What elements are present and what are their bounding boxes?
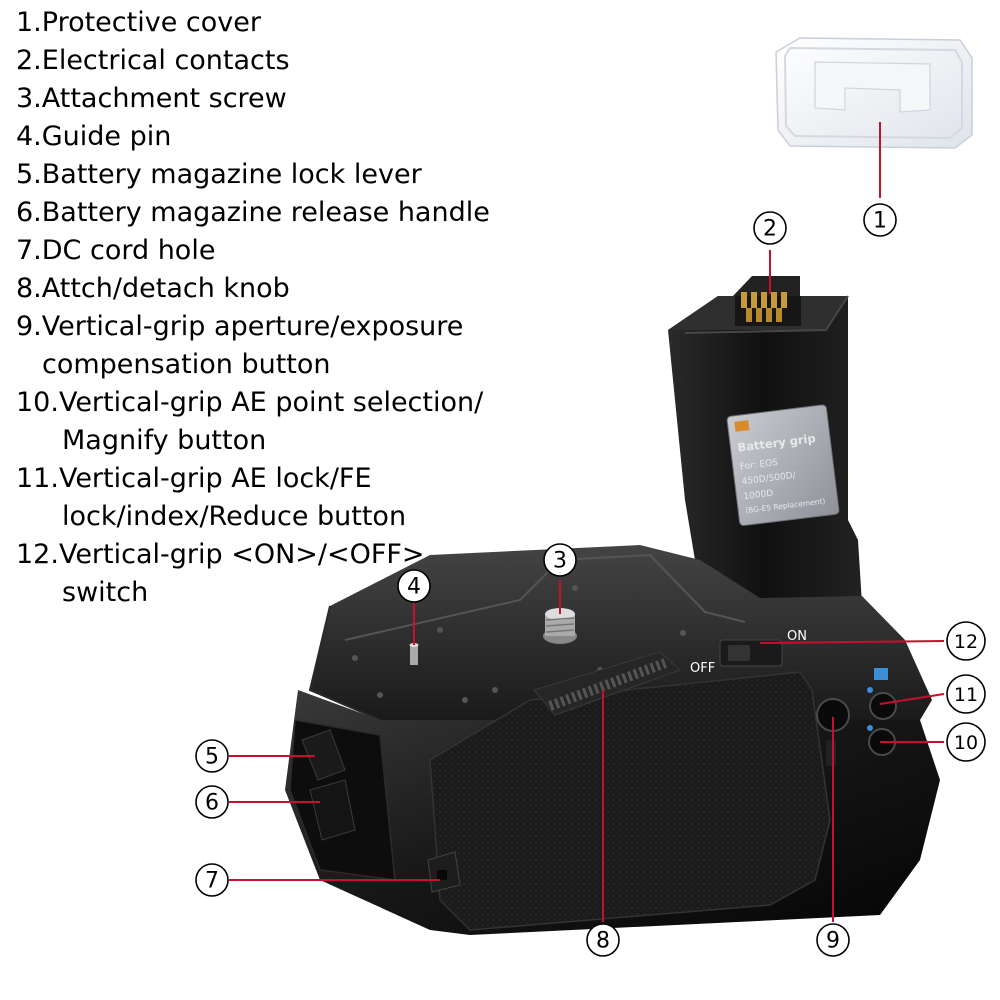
ae-lock-button[interactable] bbox=[867, 668, 897, 720]
legend-text: 12.Vertical-grip <ON>/<OFF> bbox=[16, 539, 425, 570]
protective-cover bbox=[775, 37, 973, 149]
callout-number: 5 bbox=[205, 745, 219, 770]
callout-number: 9 bbox=[826, 929, 840, 954]
legend-item-4: 4.Guide pin bbox=[16, 118, 576, 156]
callout-number: 6 bbox=[205, 791, 219, 816]
callout-1: 1 bbox=[863, 203, 897, 237]
legend-item-1: 1.Protective cover bbox=[16, 4, 576, 42]
dc-cord-hole bbox=[427, 851, 461, 893]
callout-11: 11 bbox=[946, 674, 986, 714]
callout-number: 3 bbox=[553, 549, 567, 574]
callout-number: 8 bbox=[596, 929, 610, 954]
callout-number: 12 bbox=[954, 631, 978, 653]
switch-on-label: ON bbox=[787, 629, 807, 644]
legend-text: 4.Guide pin bbox=[16, 121, 172, 152]
legend-text: 2.Electrical contacts bbox=[16, 45, 290, 76]
legend-text: 3.Attachment screw bbox=[16, 83, 287, 114]
legend-item-3: 3.Attachment screw bbox=[16, 80, 576, 118]
callout-4: 4 bbox=[397, 569, 431, 603]
legend-item-7: 7.DC cord hole bbox=[16, 232, 576, 270]
legend-text: 5.Battery magazine lock lever bbox=[16, 159, 422, 190]
legend-item-11: 11.Vertical-grip AE lock/FE lock/index/R… bbox=[16, 460, 576, 536]
legend-item-12: 12.Vertical-grip <ON>/<OFF> switch bbox=[16, 536, 576, 612]
grip-body bbox=[285, 545, 940, 935]
callout-number: 7 bbox=[205, 869, 219, 894]
attach-detach-knob bbox=[533, 651, 681, 716]
legend-text: 11.Vertical-grip AE lock/FE bbox=[16, 463, 372, 494]
callout-number: 11 bbox=[954, 684, 978, 706]
legend-text: 10.Vertical-grip AE point selection/ bbox=[16, 387, 484, 418]
legend-text: 9.Vertical-grip aperture/exposure bbox=[16, 311, 464, 342]
callout-10: 10 bbox=[946, 722, 986, 762]
callout-5: 5 bbox=[195, 739, 229, 773]
legend-text: 6.Battery magazine release handle bbox=[16, 197, 490, 228]
callout-12: 12 bbox=[946, 621, 986, 661]
switch-off-label: OFF bbox=[690, 661, 715, 676]
legend-item-5: 5.Battery magazine lock lever bbox=[16, 156, 576, 194]
battery-magazine-lock-lever[interactable] bbox=[301, 729, 346, 781]
legend-text-continued: switch bbox=[62, 577, 149, 608]
callout-number: 4 bbox=[407, 575, 421, 600]
callout-6: 6 bbox=[195, 785, 229, 819]
callout-number: 10 bbox=[954, 732, 978, 754]
battery-label-line1: For: EOS bbox=[739, 458, 778, 473]
battery-magazine-release-handle[interactable] bbox=[309, 779, 356, 841]
leader-lines bbox=[229, 122, 945, 922]
battery-magazine: Battery grip For: EOS 450D/500D/ 1000D (… bbox=[668, 276, 862, 610]
attachment-screw bbox=[543, 608, 577, 644]
parts-legend: 1.Protective cover 2.Electrical contacts… bbox=[16, 4, 576, 612]
battery-label: Battery grip For: EOS 450D/500D/ 1000D (… bbox=[726, 404, 840, 526]
callout-number: 2 bbox=[763, 217, 777, 242]
callout-number: 1 bbox=[873, 209, 887, 234]
legend-text: 7.DC cord hole bbox=[16, 235, 216, 266]
legend-item-6: 6.Battery magazine release handle bbox=[16, 194, 576, 232]
callout-2: 2 bbox=[753, 211, 787, 245]
legend-text-continued: Magnify button bbox=[62, 425, 267, 456]
legend-item-9: 9.Vertical-grip aperture/exposure compen… bbox=[16, 308, 576, 384]
legend-text-continued: lock/index/Reduce button bbox=[62, 501, 407, 532]
legend-text: 1.Protective cover bbox=[16, 7, 261, 38]
callout-9: 9 bbox=[816, 923, 850, 957]
legend-text: 8.Attch/detach knob bbox=[16, 273, 290, 304]
on-off-switch[interactable]: OFF ON bbox=[690, 629, 807, 676]
battery-label-line3: 1000D bbox=[743, 489, 774, 503]
electrical-contacts bbox=[741, 292, 787, 322]
callout-8: 8 bbox=[586, 923, 620, 957]
callout-3: 3 bbox=[543, 543, 577, 577]
legend-item-10: 10.Vertical-grip AE point selection/ Mag… bbox=[16, 384, 576, 460]
callout-7: 7 bbox=[195, 863, 229, 897]
legend-item-8: 8.Attch/detach knob bbox=[16, 270, 576, 308]
legend-text-continued: compensation button bbox=[42, 349, 331, 380]
legend-item-2: 2.Electrical contacts bbox=[16, 42, 576, 80]
guide-pin bbox=[409, 643, 419, 665]
